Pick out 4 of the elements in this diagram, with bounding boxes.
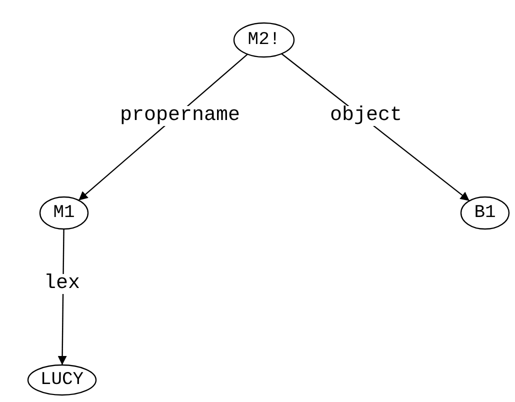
node-label: M2! — [248, 31, 280, 49]
node-label: LUCY — [40, 371, 84, 389]
node-label: M1 — [53, 204, 75, 222]
node-label: B1 — [474, 204, 496, 222]
